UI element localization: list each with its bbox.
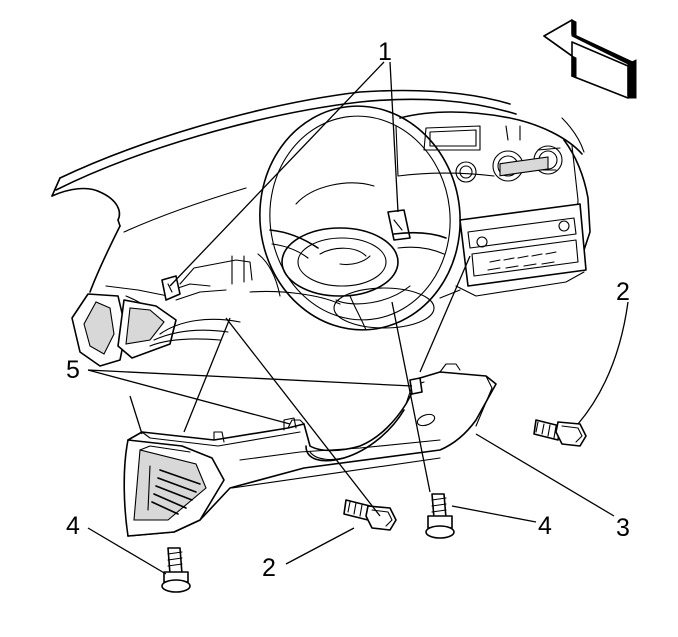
callout-4-left: 4 <box>66 512 80 540</box>
callout-2-right: 2 <box>616 278 630 306</box>
bolt-4-right <box>425 493 455 539</box>
bolt-2-right <box>533 419 587 447</box>
instrument-panel <box>51 89 591 367</box>
callout-5: 5 <box>66 356 80 384</box>
leader-lines <box>87 61 629 575</box>
callout-4-right: 4 <box>538 512 552 540</box>
callout-2-bottom: 2 <box>262 554 276 582</box>
callout-3: 3 <box>616 514 630 542</box>
bolt-4-left <box>161 547 191 593</box>
callout-1: 1 <box>378 38 392 66</box>
front-of-vehicle-arrow-icon <box>543 19 637 99</box>
bolt-2-bottom <box>343 499 397 531</box>
steering-wheel <box>259 105 461 331</box>
